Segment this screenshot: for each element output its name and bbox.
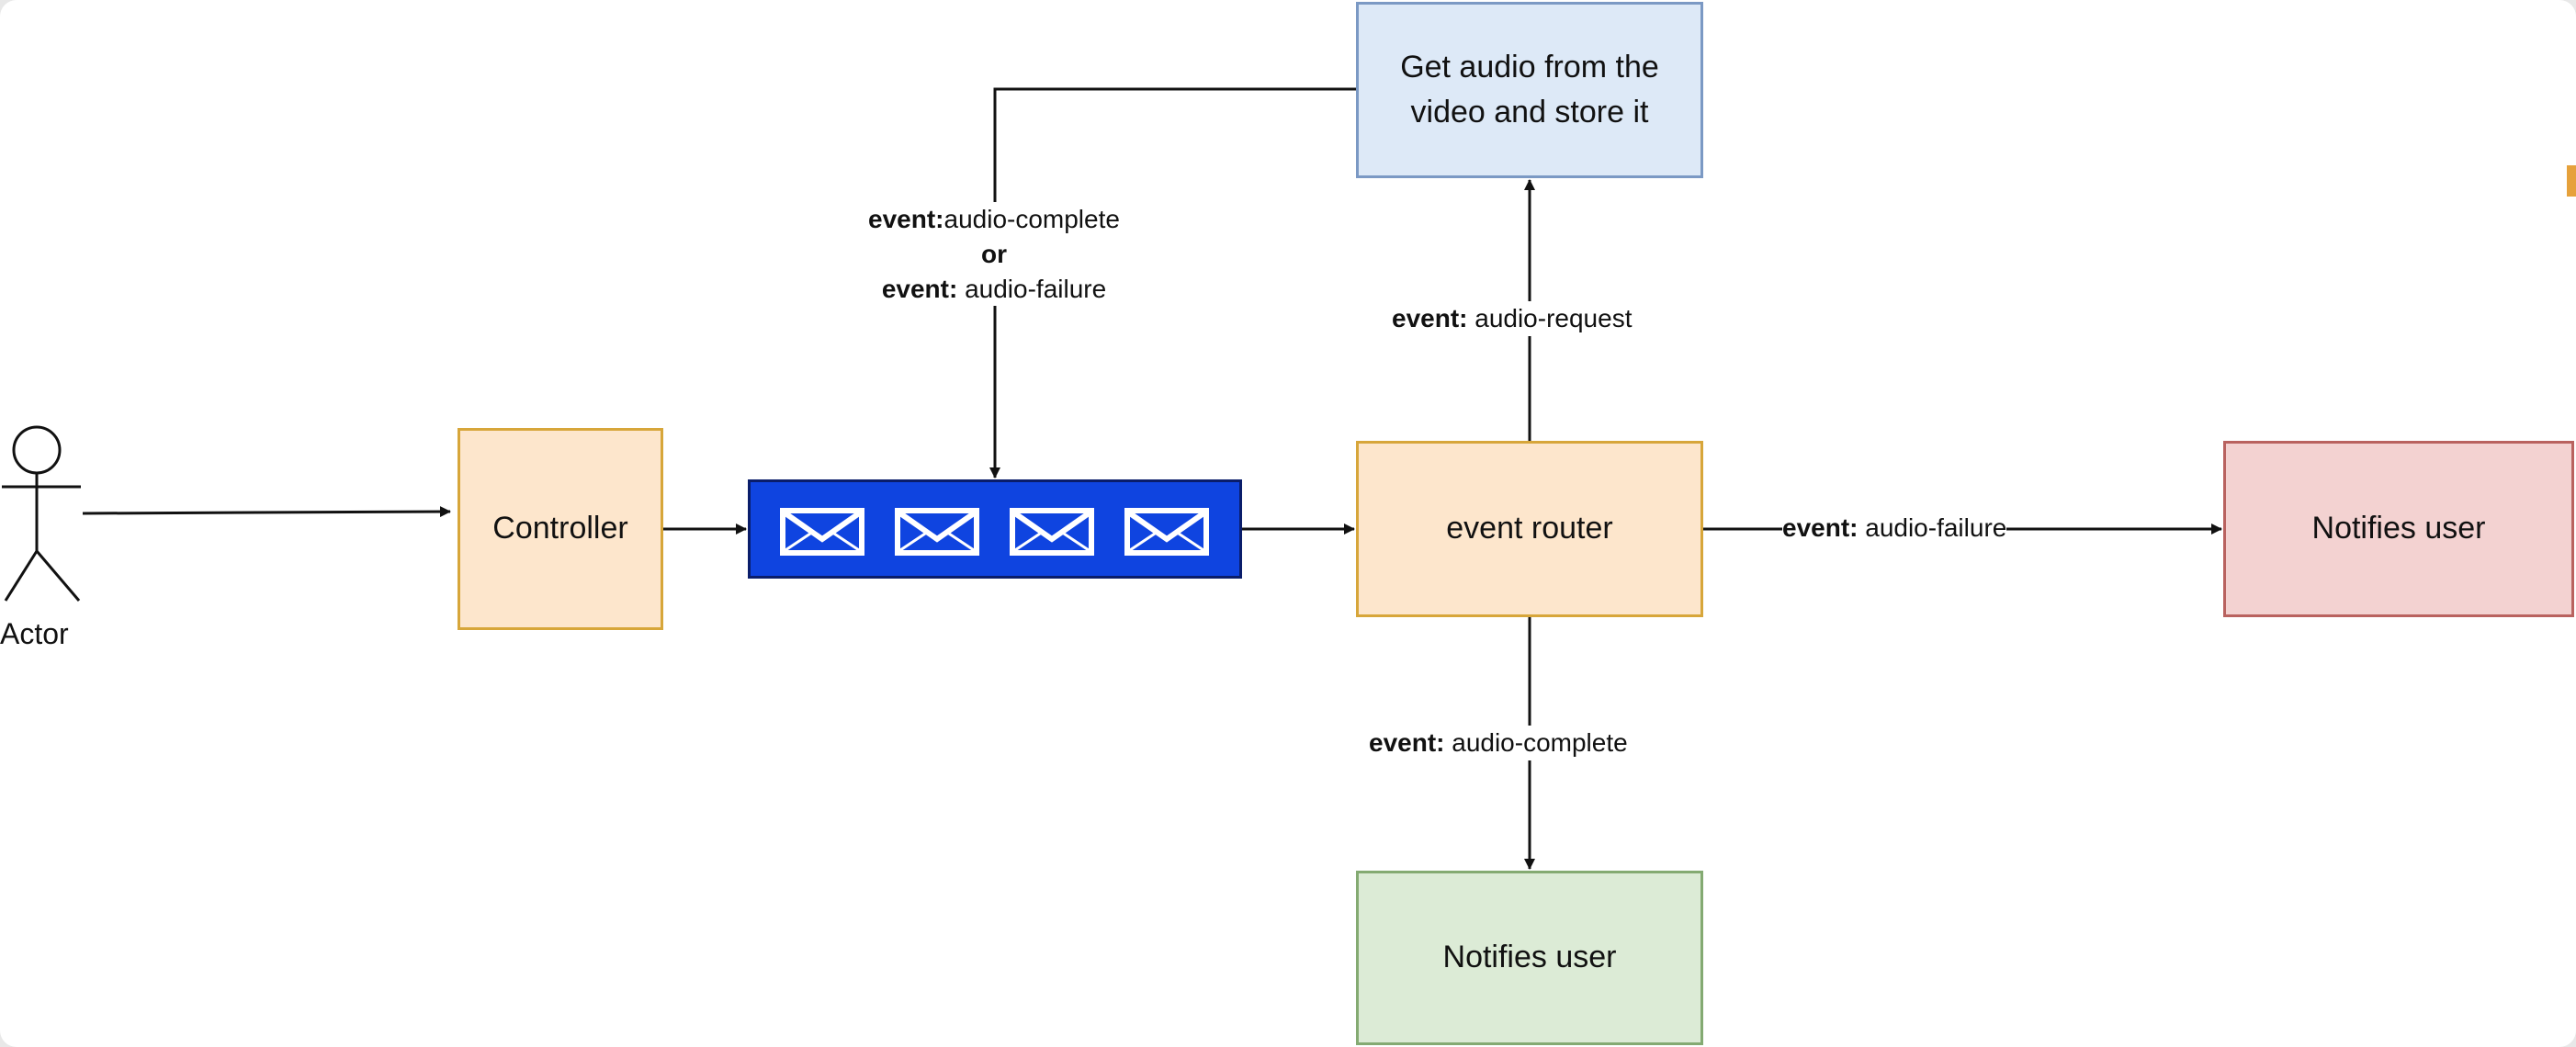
message-queue[interactable]: [748, 479, 1242, 579]
actor-figure: [2, 425, 81, 602]
feedback-line3-bold: event:: [881, 274, 958, 303]
envelope-icon: [893, 506, 981, 557]
notify-user-failure-label: Notifies user: [2311, 511, 2486, 546]
audio-failure-edge-label: event: audio-failure: [1782, 511, 2007, 546]
envelope-icon: [778, 506, 866, 557]
edge-getaudio-queue: [989, 87, 1356, 478]
notify-user-complete-label: Notifies user: [1442, 940, 1617, 975]
feedback-line2-bold: or: [981, 239, 1007, 268]
edge-actor-controller: [82, 506, 451, 518]
audio-complete-edge-label: event: audio-complete: [1369, 726, 1628, 760]
offscreen-element-edge: [2567, 165, 2576, 197]
audio-complete-bold: event:: [1369, 728, 1445, 757]
envelope-icon: [1123, 506, 1211, 557]
audio-request-edge-label: event: audio-request: [1392, 301, 1633, 336]
event-router-node[interactable]: event router: [1356, 441, 1703, 617]
controller-label: Controller: [492, 511, 628, 546]
feedback-line1-text: audio-complete: [943, 205, 1120, 233]
get-audio-label-line2: video and store it: [1410, 95, 1649, 129]
controller-node[interactable]: Controller: [458, 428, 663, 630]
envelope-icon: [1008, 506, 1096, 557]
notify-user-failure-node[interactable]: Notifies user: [2223, 441, 2574, 617]
actor-label: Actor: [0, 617, 69, 650]
feedback-line3-text: audio-failure: [957, 274, 1107, 303]
audio-failure-bold: event:: [1782, 513, 1859, 542]
get-audio-label-line1: Get audio from the: [1400, 49, 1659, 84]
get-audio-node[interactable]: Get audio from the video and store it: [1356, 2, 1703, 178]
feedback-line1-bold: event:: [868, 205, 944, 233]
audio-failure-text: audio-failure: [1858, 513, 2007, 542]
event-router-label: event router: [1446, 511, 1613, 546]
notify-user-complete-node[interactable]: Notifies user: [1356, 871, 1703, 1045]
audio-request-text: audio-request: [1467, 304, 1633, 332]
feedback-edge-label: event:audio-complete or event: audio-fai…: [838, 202, 1150, 307]
audio-request-bold: event:: [1392, 304, 1468, 332]
audio-complete-text: audio-complete: [1444, 728, 1628, 757]
